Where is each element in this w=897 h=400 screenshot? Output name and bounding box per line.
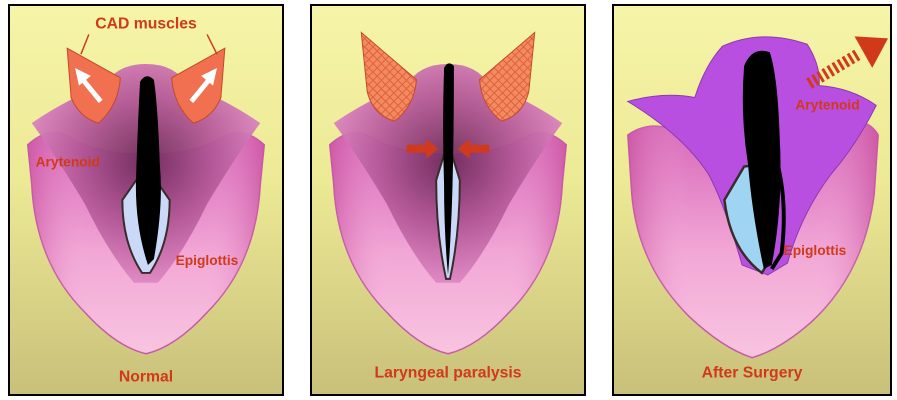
panel-caption: Laryngeal paralysis — [374, 364, 521, 381]
panel-normal: CAD muscles Arytenoid Epiglottis Normal — [8, 4, 284, 396]
arytenoid-label: Arytenoid — [795, 97, 859, 112]
cad-muscles-label: CAD muscles — [95, 16, 197, 33]
larynx-diagram-normal: CAD muscles Arytenoid Epiglottis Normal — [10, 6, 282, 394]
epiglottis-label: Epiglottis — [784, 243, 847, 258]
pull-arrow-icon — [809, 36, 888, 83]
panel-laryngeal-paralysis: Laryngeal paralysis — [310, 4, 586, 396]
panel-caption: Normal — [119, 368, 173, 385]
panel-caption: After Surgery — [702, 364, 803, 381]
larynx-diagram-paralysis: Laryngeal paralysis — [312, 6, 584, 394]
arytenoid-label: Arytenoid — [36, 154, 100, 169]
panel-after-surgery: Arytenoid Epiglottis After Surgery — [612, 4, 892, 396]
larynx-diagram-after-surgery: Arytenoid Epiglottis After Surgery — [614, 6, 890, 394]
epiglottis-label: Epiglottis — [176, 253, 239, 268]
